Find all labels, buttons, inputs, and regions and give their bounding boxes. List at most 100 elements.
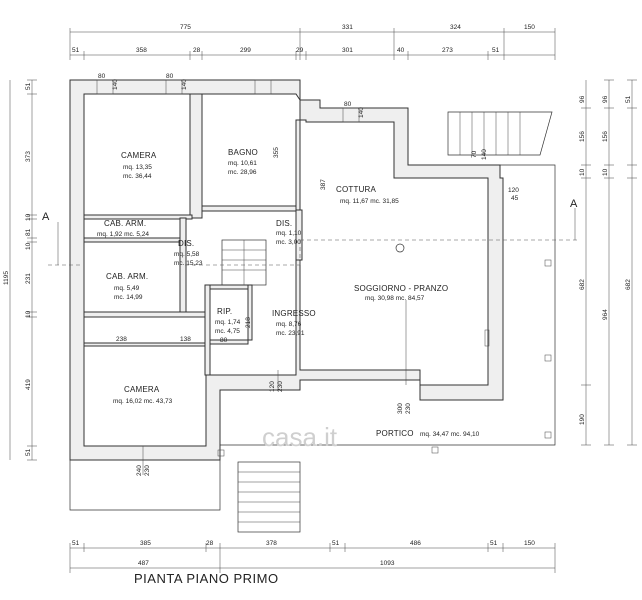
watermark: casa.it [262, 422, 338, 452]
dim-open-20: 238 [116, 336, 127, 343]
dim-open-18: 355 [273, 147, 280, 158]
room-dis-1-area: mq. 5,58 [174, 251, 200, 258]
dim-bottom-2-1: 1093 [380, 560, 395, 567]
dim-top-1-0: 775 [180, 24, 191, 31]
dim-left-4: 10 [25, 242, 32, 250]
dim-right-1-3: 682 [579, 279, 586, 290]
room-dis-2-area: mq. 1,10 [276, 230, 302, 237]
window-marks [96, 79, 490, 475]
room-camera-1-area: mq. 13,35 [123, 164, 152, 171]
dim-open-0: 80 [98, 73, 106, 80]
dim-bottom-1-4: 51 [332, 540, 340, 547]
dim-top-2-8: 51 [492, 47, 500, 54]
dim-open-6: 70 [471, 150, 478, 158]
dim-top-1-2: 324 [450, 24, 461, 31]
dim-left-1: 373 [25, 151, 32, 162]
left-dimensions: 51 373 10 81 10 231 10 419 51 1195 [3, 79, 37, 461]
dim-right-2-2: 10 [602, 168, 609, 176]
room-bagno-volume: mc. 28,96 [228, 169, 257, 176]
opening-dimensions: 80 140 80 140 80 140 70 140 120 45 120 2… [98, 73, 519, 476]
dim-open-9: 45 [511, 195, 519, 202]
room-portico-name: PORTICO [376, 429, 414, 438]
dim-open-17: 218 [245, 317, 252, 328]
dim-top-2-7: 273 [442, 47, 453, 54]
top-dimensions: 775 331 324 150 51 358 28 299 29 301 40 … [69, 24, 556, 60]
dim-open-19: 387 [320, 179, 327, 190]
room-ingresso-area: mq. 8,76 [276, 321, 302, 328]
dim-left-outer: 1195 [3, 271, 10, 285]
dim-open-10: 120 [269, 381, 276, 392]
dim-bottom-1-6: 51 [490, 540, 498, 547]
sheet-title: PIANTA PIANO PRIMO [134, 571, 279, 586]
dim-left-6: 10 [25, 310, 32, 318]
dim-open-12: 300 [397, 403, 404, 414]
dim-open-13: 230 [405, 403, 412, 414]
dim-right-1-0: 96 [579, 95, 586, 103]
dim-open-5: 140 [358, 107, 365, 118]
dim-open-8: 120 [508, 187, 519, 194]
room-cottura-name: COTTURA [336, 185, 377, 194]
room-soggiorno-info: mq. 30,98 mc. 84,57 [365, 295, 425, 302]
dim-bottom-1-0: 51 [72, 540, 80, 547]
dim-top-2-5: 301 [342, 47, 353, 54]
dim-right-1-4: 190 [579, 414, 586, 425]
dim-open-3: 140 [181, 79, 188, 90]
dim-bottom-1-2: 28 [206, 540, 214, 547]
dim-top-2-3: 299 [240, 47, 251, 54]
dim-right-3-1: 682 [625, 279, 632, 290]
room-dis-1-volume: mc. 15,23 [174, 260, 203, 267]
dim-left-7: 419 [25, 379, 32, 390]
dim-open-11: 230 [277, 381, 284, 392]
room-cottura-info: mq. 11,67 mc. 31,85 [340, 198, 399, 205]
dim-left-5: 231 [25, 273, 32, 284]
room-dis-2-volume: mc. 3,00 [276, 239, 301, 246]
dim-right-1-1: 156 [579, 131, 586, 142]
room-dis-2-name: DIS. [276, 219, 292, 228]
room-camera-1-name: CAMERA [121, 151, 157, 160]
dim-right-2-1: 156 [602, 131, 609, 142]
room-cabarm-1-name: CAB. ARM. [104, 219, 146, 228]
bottom-dimensions: 51 385 28 378 51 486 51 150 487 1093 [69, 540, 556, 573]
dim-open-15: 230 [144, 465, 151, 476]
room-camera-2-info: mq. 16,02 mc. 43,73 [113, 398, 173, 405]
dim-bottom-1-7: 150 [524, 540, 535, 547]
dim-open-4: 80 [344, 101, 352, 108]
dim-right-3-0: 51 [625, 95, 632, 103]
dim-left-3: 81 [25, 228, 32, 236]
dim-open-16: 80 [220, 337, 228, 344]
dim-bottom-1-3: 378 [266, 540, 277, 547]
room-cabarm-2-area: mq. 5,49 [114, 285, 140, 292]
section-label-right: A [570, 198, 578, 210]
room-bagno-area: mq. 10,61 [228, 160, 257, 167]
dim-open-7: 140 [481, 149, 488, 160]
dim-open-2: 80 [166, 73, 174, 80]
room-rip-volume: mc. 4,75 [215, 328, 240, 335]
section-line: A A [42, 198, 580, 266]
dim-left-0: 51 [25, 82, 32, 90]
section-label-left: A [42, 211, 50, 223]
terrace-outline [69, 164, 556, 511]
dim-top-1-1: 331 [342, 24, 353, 31]
room-ingresso-volume: mc. 23,91 [276, 330, 305, 337]
dim-top-2-1: 358 [136, 47, 147, 54]
dim-bottom-1-1: 385 [140, 540, 151, 547]
dim-right-2-0: 96 [602, 95, 609, 103]
room-cabarm-2-volume: mc. 14,99 [114, 294, 143, 301]
dim-bottom-2-0: 487 [138, 560, 149, 567]
dim-open-14: 240 [136, 465, 143, 476]
room-camera-2-name: CAMERA [124, 385, 160, 394]
dim-top-2-0: 51 [72, 47, 80, 54]
room-soggiorno-name: SOGGIORNO - PRANZO [354, 284, 448, 293]
dim-open-21: 138 [180, 336, 191, 343]
room-portico-info: mq. 34,47 mc. 94,10 [420, 431, 480, 438]
stairs [221, 111, 553, 533]
room-cabarm-2-name: CAB. ARM. [106, 272, 148, 281]
dim-open-1: 140 [112, 79, 119, 90]
room-cabarm-1-info: mq. 1,92 mc. 5,24 [97, 231, 149, 238]
room-camera-1-volume: mc. 36,44 [123, 173, 152, 180]
room-labels: CAMERA mq. 13,35 mc. 36,44 BAGNO mq. 10,… [97, 148, 480, 438]
dim-bottom-1-5: 486 [410, 540, 421, 547]
room-bagno-name: BAGNO [228, 148, 258, 157]
dim-top-2-2: 28 [193, 47, 201, 54]
